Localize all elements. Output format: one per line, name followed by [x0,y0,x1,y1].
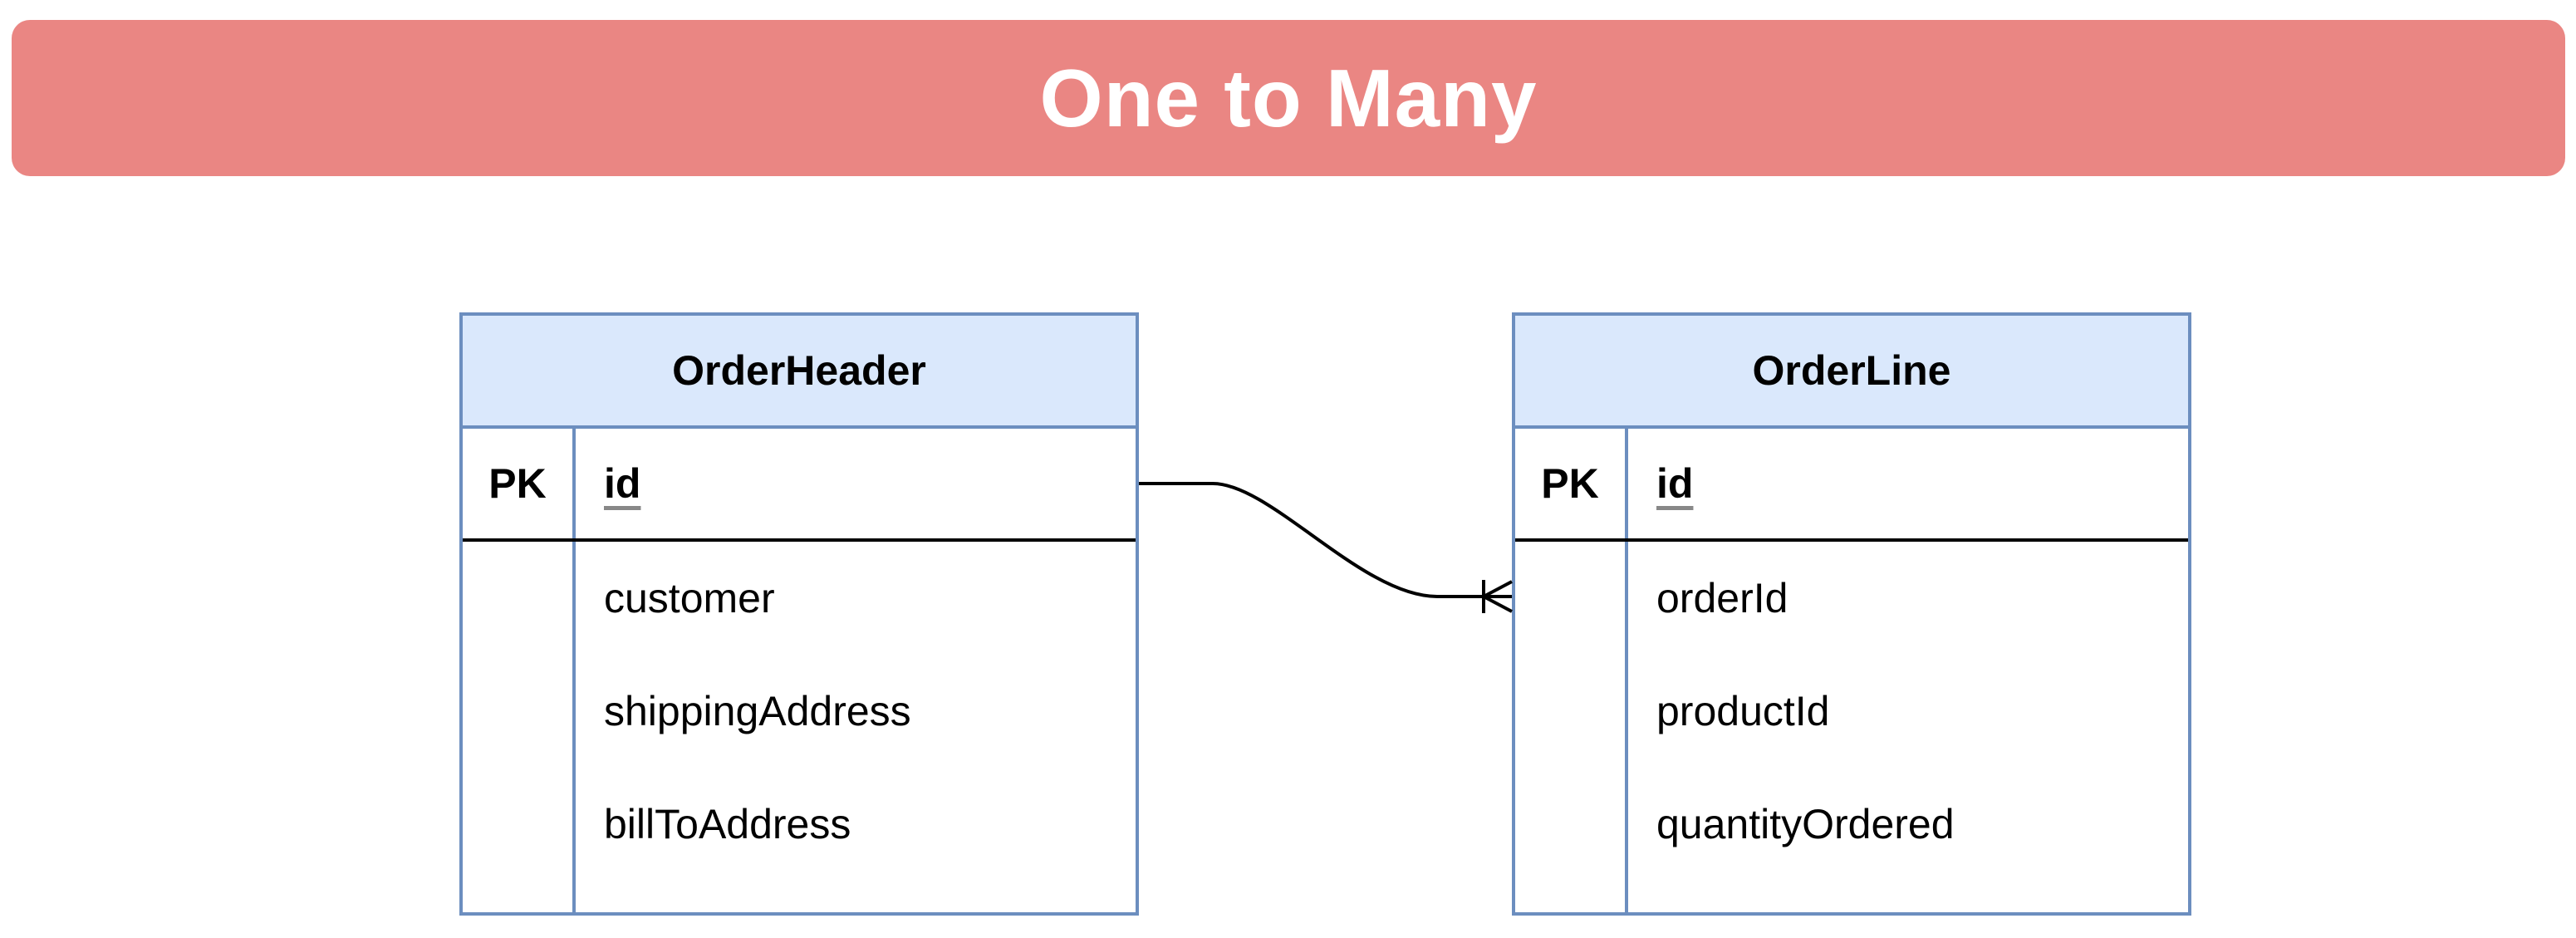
primary-key-field: id [604,460,641,507]
entity-title: OrderHeader [463,316,1136,429]
field-item: billToAddress [604,801,851,847]
key-label: PK [1515,429,1628,538]
primary-key-field: id [1656,460,1694,507]
entity-order-line[interactable]: OrderLine PK id orderId productId quanti… [1512,312,2191,916]
entity-order-header[interactable]: OrderHeader PK id customer shippingAddre… [459,312,1139,916]
field-list: orderId productId quantityOrdered [1515,542,2188,912]
field-item: shippingAddress [604,688,911,734]
key-column [1515,542,1628,912]
field-item: productId [1656,688,1830,734]
relationship-line [1139,482,1512,598]
title-banner: One to Many [12,20,2565,176]
primary-key-row: PK id [463,429,1136,542]
field-item: orderId [1656,575,1788,621]
field-item: quantityOrdered [1656,801,1955,847]
primary-key-row: PK id [1515,429,2188,542]
key-label: PK [463,429,576,538]
diagram-title: One to Many [1039,52,1538,144]
key-column [463,542,576,912]
entity-title: OrderLine [1515,316,2188,429]
field-item: customer [604,575,775,621]
field-list: customer shippingAddress billToAddress [463,542,1136,912]
crows-foot-icon [1482,580,1513,613]
